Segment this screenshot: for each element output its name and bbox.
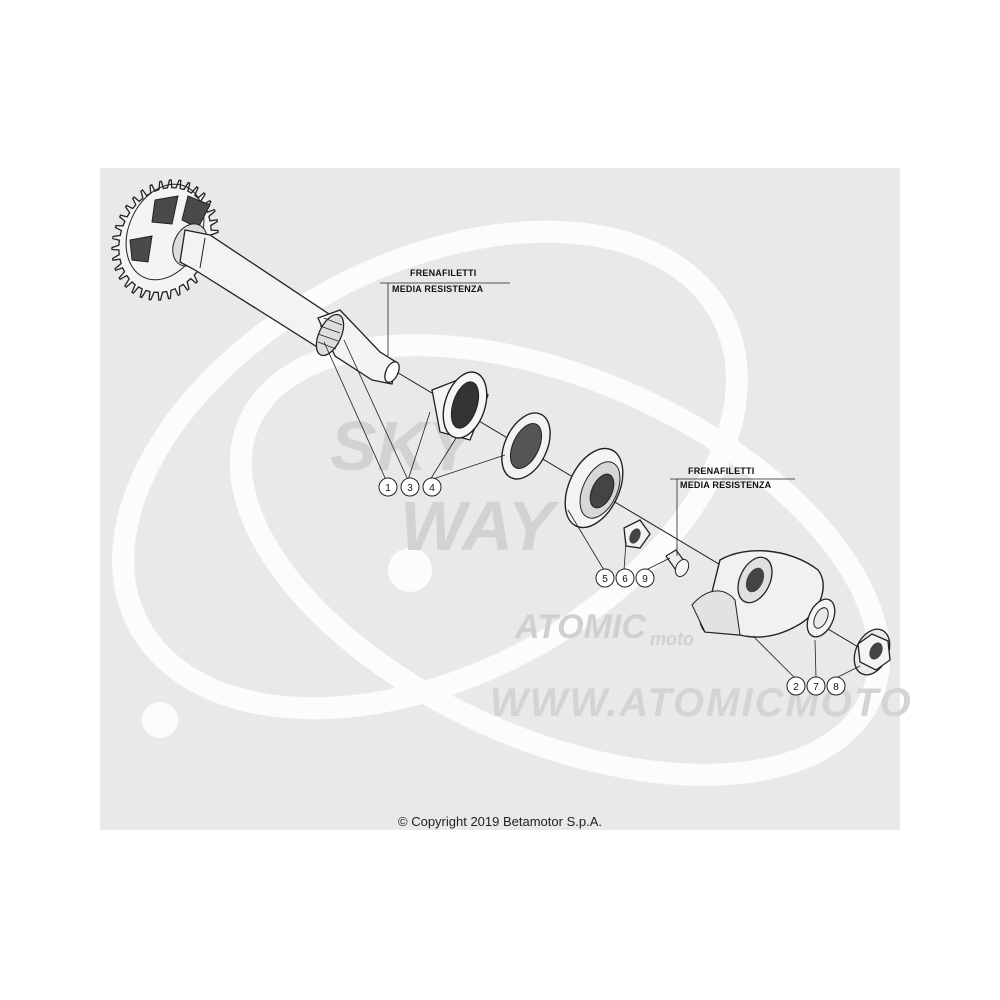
callout-number: 2 — [793, 682, 799, 693]
threadlocker-note-upper: FRENAFILETTI MEDIA RESISTENZA — [380, 268, 510, 356]
callout-group-a: 1 3 4 — [378, 477, 442, 497]
countersunk-screw — [665, 549, 690, 578]
watermark-node — [142, 702, 178, 738]
shaft-splines — [315, 313, 345, 357]
callout-number: 8 — [833, 682, 839, 693]
callout-number: 7 — [813, 682, 819, 693]
note-lower-line1: FRENAFILETTI — [688, 466, 754, 476]
note-upper-line2: MEDIA RESISTENZA — [392, 284, 484, 294]
watermark-site-url: WWW.ATOMICMOTO — [490, 681, 913, 725]
callout-leader-lines — [323, 339, 861, 679]
main-shaft — [179, 229, 400, 385]
callout-number: 1 — [385, 483, 391, 494]
copyright-notice: © Copyright 2019 Betamotor S.p.A. — [398, 814, 602, 829]
watermark-brand: ATOMIC — [514, 608, 646, 646]
note-lower-line2: MEDIA RESISTENZA — [680, 480, 772, 490]
callout-group-c: 2 7 8 — [786, 676, 846, 696]
flange-nut — [853, 628, 891, 676]
callout-number: 5 — [602, 574, 608, 585]
watermark-node — [388, 548, 432, 592]
watermark-layer — [112, 220, 891, 786]
callout-number: 9 — [642, 574, 648, 585]
lock-plate — [623, 519, 651, 549]
oil-seal — [501, 412, 551, 480]
callout-group-b: 5 6 9 — [595, 568, 655, 588]
watermark-orbit-ring — [112, 220, 748, 720]
watermark-brand-small: moto — [650, 629, 694, 649]
callout-number: 6 — [622, 574, 628, 585]
ball-bearing — [564, 447, 624, 529]
kick-lever — [691, 550, 824, 638]
flat-washer — [806, 598, 836, 638]
callout-number: 4 — [429, 483, 435, 494]
watermark-mark-line2: WAY — [400, 487, 560, 565]
watermark-orbit-ring — [229, 334, 891, 786]
threadlocker-note-lower: FRENAFILETTI MEDIA RESISTENZA — [670, 466, 795, 556]
note-upper-line1: FRENAFILETTI — [410, 268, 476, 278]
callout-number: 3 — [407, 483, 413, 494]
bushing — [431, 371, 489, 441]
